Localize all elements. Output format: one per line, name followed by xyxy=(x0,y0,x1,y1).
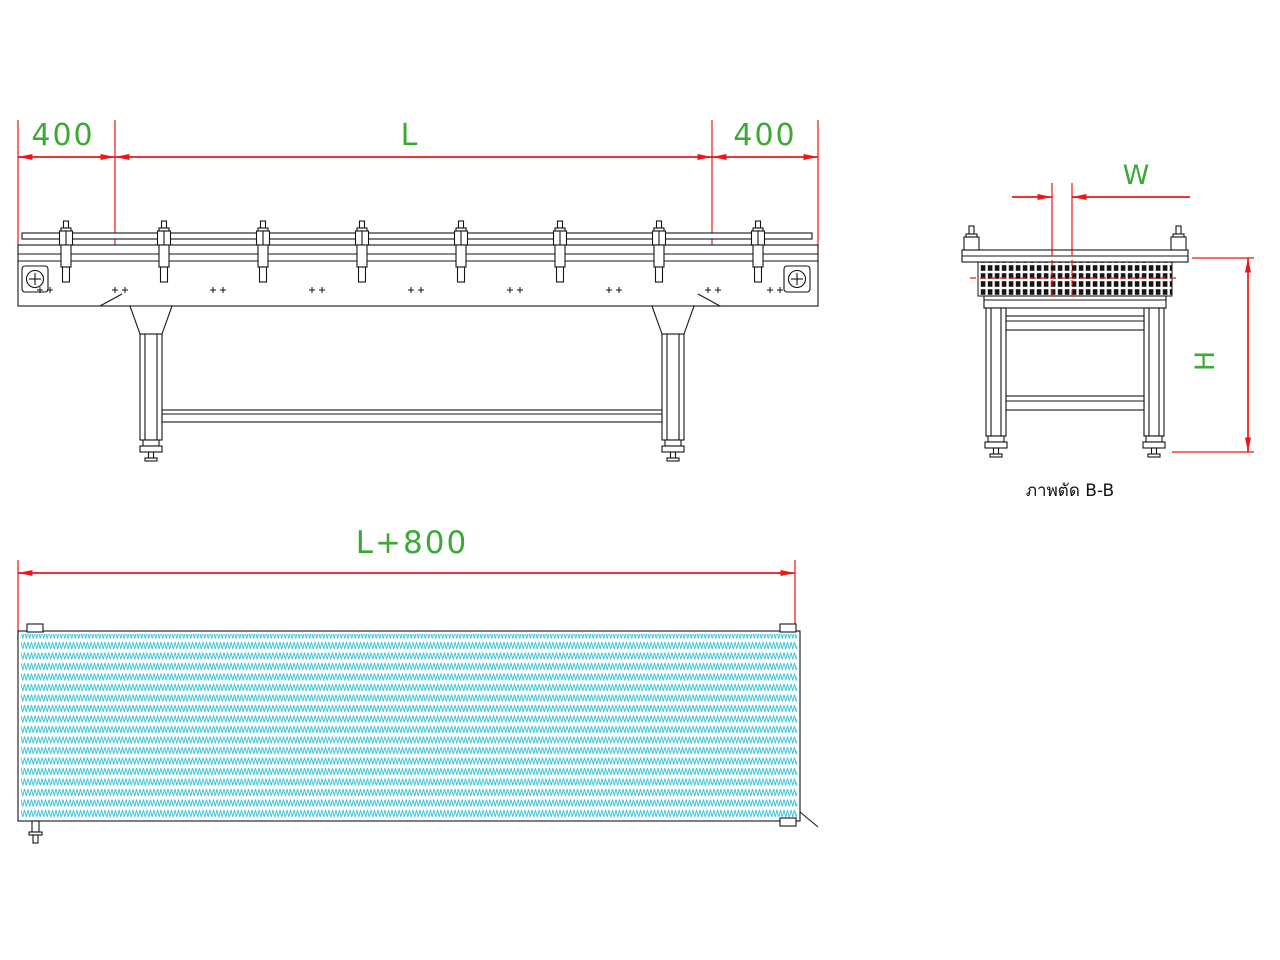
left-leg-top-plate xyxy=(129,305,173,335)
dim-label-right-400: 400 xyxy=(733,118,796,153)
plan-length-dimension: L+800 xyxy=(17,525,796,640)
bottom-right-tab xyxy=(779,817,797,827)
section-height-dimension: H xyxy=(1172,257,1254,453)
section-conveyor-frame xyxy=(961,225,1189,458)
right-guide-bracket xyxy=(1170,236,1187,251)
bottom-left-bolt xyxy=(31,820,40,833)
leveling-foot xyxy=(661,439,685,462)
right-leg-top-plate xyxy=(651,305,695,335)
section-width-dimension: W xyxy=(1012,160,1190,250)
guide-rail xyxy=(21,232,813,240)
side-view: 400 L 400 xyxy=(17,118,819,462)
top-left-tab xyxy=(26,623,44,633)
section-view: W xyxy=(961,160,1254,501)
left-leg-column xyxy=(139,333,163,441)
dim-label-height-H: H xyxy=(1190,349,1221,371)
corner-break-line xyxy=(799,811,819,828)
leveling-foot xyxy=(984,435,1008,458)
leveling-foot xyxy=(139,439,163,462)
upper-cross-member xyxy=(1005,315,1145,331)
chain-cross-section xyxy=(977,261,1173,297)
belt-mounting-hardware xyxy=(26,623,797,844)
dim-label-length-L: L xyxy=(401,118,420,153)
dim-label-width-W: W xyxy=(1123,160,1152,191)
right-leg-column xyxy=(661,333,685,441)
frame-top-member xyxy=(983,295,1167,309)
dim-label-left-400: 400 xyxy=(31,118,94,153)
section-caption: ภาพตัด B-B xyxy=(1026,481,1114,501)
lower-cross-member xyxy=(1005,395,1145,411)
left-guide-bracket xyxy=(963,236,980,251)
leg-cross-brace xyxy=(161,409,663,423)
plan-view: L+800 xyxy=(17,525,819,844)
frame-side-plate xyxy=(17,244,819,307)
section-left-leg xyxy=(985,307,1007,437)
dim-label-total-length: L+800 xyxy=(356,525,468,561)
top-right-tab xyxy=(779,623,797,633)
section-right-leg xyxy=(1143,307,1165,437)
side-conveyor-frame xyxy=(17,220,819,307)
belt-hatch xyxy=(21,634,797,818)
side-legs xyxy=(129,305,695,462)
leveling-foot xyxy=(1142,435,1166,458)
